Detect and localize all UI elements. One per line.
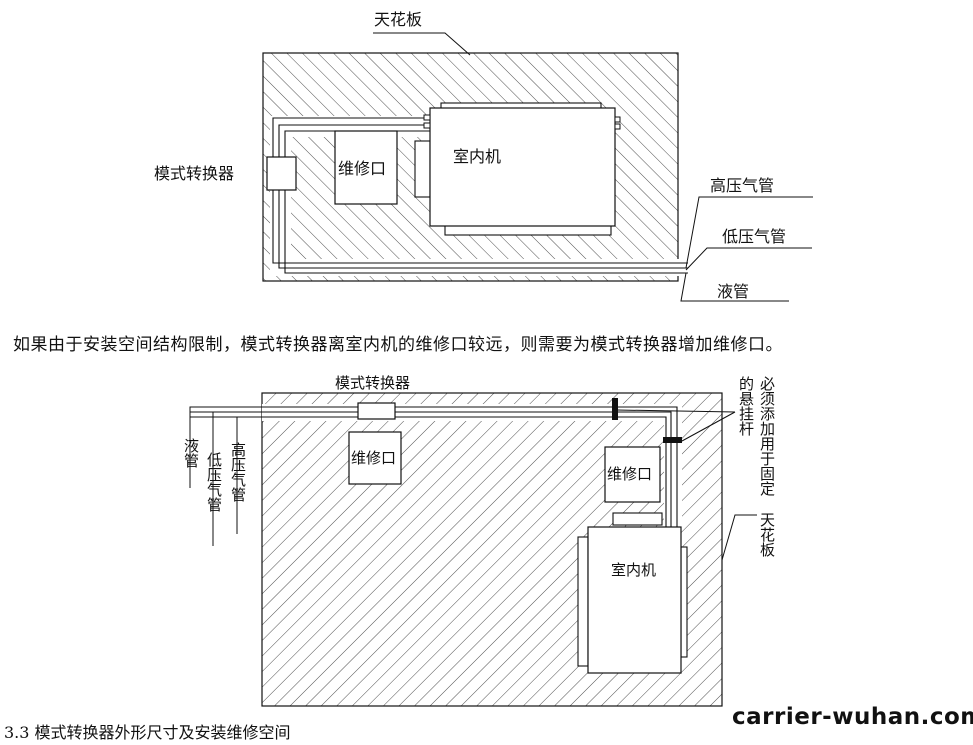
hanger-note-box: 必须添加用于固定的悬挂杆 [737, 376, 776, 496]
service-port-box-right [604, 446, 661, 503]
refrigerant-pipes-bottom [190, 406, 678, 527]
hanger-rod-1 [612, 398, 618, 420]
ceiling-label-bottom: 天花板 [758, 512, 776, 557]
leader-lines-top [373, 32, 813, 302]
explanation-paragraph: 如果由于安装空间结构限制，模式转换器离室内机的维修口较远，则需要为模式转换器增加… [13, 335, 783, 355]
watermark: carrier-wuhan.com [732, 704, 973, 730]
mode-converter-label-bottom: 模式转换器 [335, 374, 410, 392]
ceiling-label-top: 天花板 [374, 10, 422, 29]
liquid-pipe-label-bottom: 液管 [182, 438, 200, 468]
bottom-diagram: 模式转换器 维修口 维修口 室内机 液管 低压气管 高压气管 必须添加用于固定的… [182, 374, 776, 707]
leader-lines-bottom [189, 406, 757, 561]
indoor-unit-label-top: 室内机 [453, 147, 501, 166]
low-pressure-gas-label-bottom: 低压气管 [205, 452, 223, 512]
service-port-box-left [348, 431, 402, 485]
indoor-unit-box-bottom [587, 526, 682, 674]
indoor-unit-side-block [414, 140, 431, 198]
hanger-note-label: 必须添加用于固定的悬挂杆 [737, 376, 776, 496]
pipe-connectors-top [423, 114, 621, 130]
top-diagram: 天花板 模式转换器 维修口 室内机 高压气管 低压气管 液管 [154, 10, 813, 302]
hanger-rod-2 [663, 437, 682, 443]
mode-converter-box-top [266, 156, 297, 191]
service-port-box-top [334, 130, 398, 205]
high-pressure-gas-label-top: 高压气管 [710, 176, 774, 195]
indoor-unit-label-bottom: 室内机 [611, 561, 656, 579]
high-pressure-gas-label-bottom: 高压气管 [229, 442, 247, 502]
liquid-pipe-label-top: 液管 [717, 282, 749, 301]
mode-converter-box-bottom [357, 402, 396, 420]
low-pressure-gas-label-top: 低压气管 [722, 227, 786, 246]
service-port-label-left: 维修口 [351, 449, 396, 467]
service-port-label-right: 维修口 [607, 465, 652, 483]
indoor-unit-right-flange [680, 546, 688, 658]
indoor-unit-box-top [429, 107, 616, 227]
indoor-unit-top-block [612, 512, 663, 526]
mode-converter-label-top: 模式转换器 [154, 164, 234, 183]
service-port-label-top: 维修口 [338, 159, 386, 178]
indoor-unit-left-flange [577, 536, 589, 667]
section-title: 3.3 模式转换器外形尺寸及安装维修空间 [4, 723, 291, 742]
